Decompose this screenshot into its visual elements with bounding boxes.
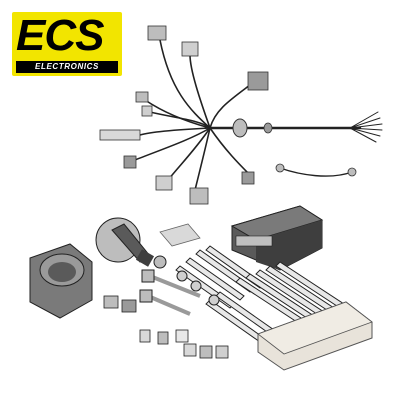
splice-connectors bbox=[103, 295, 229, 359]
ecs-logo: ECS ELECTRONICS bbox=[12, 12, 122, 76]
tow-socket bbox=[29, 243, 93, 319]
wiring-harness bbox=[134, 39, 383, 191]
harness-connectors bbox=[99, 25, 357, 205]
instruction-label bbox=[257, 301, 373, 371]
grommet bbox=[232, 118, 248, 138]
bolts bbox=[139, 255, 220, 316]
logo-mark: ECS bbox=[16, 11, 104, 60]
logo-subtitle: ELECTRONICS bbox=[16, 61, 118, 73]
socket-bracket bbox=[95, 217, 155, 267]
foam-pad bbox=[159, 223, 201, 247]
control-module bbox=[230, 205, 324, 271]
